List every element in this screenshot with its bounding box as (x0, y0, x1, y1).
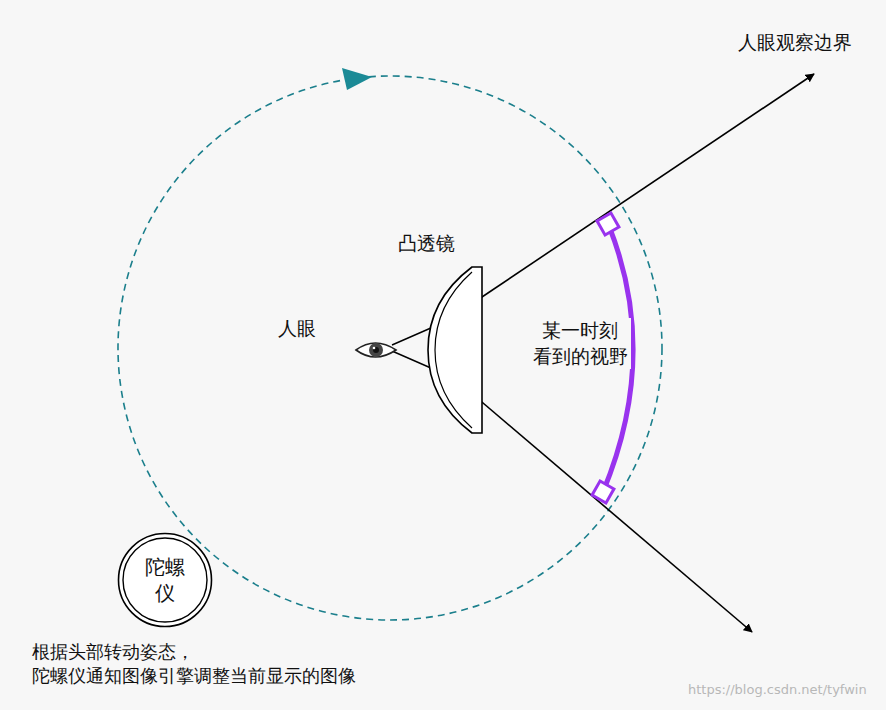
convex-lens (428, 267, 482, 433)
node-text: 陀螺仪 (143, 554, 187, 606)
boundary-label: 人眼观察边界 (738, 30, 852, 56)
note-text: 根据头部转动姿态， 陀螺仪通知图像引擎调整当前显示的图像 (32, 640, 455, 689)
convex-lens (435, 272, 472, 428)
lens-label: 凸透镜 (398, 231, 455, 257)
circle-outline (117, 532, 213, 628)
view-boundary (476, 74, 814, 301)
watermark: https://blog.csdn.net/tyfwin (688, 681, 867, 699)
gyroscope-circle: 陀螺仪 (117, 532, 213, 628)
eye-icon (356, 343, 396, 357)
rotation-arrow (342, 68, 372, 90)
eye-label: 人眼 (278, 316, 316, 342)
rotation-path (118, 76, 662, 620)
view-label: 某一时刻 看到的视野 (530, 318, 631, 369)
arc-end-marker (597, 213, 619, 235)
arc-end-marker (592, 481, 614, 503)
view-boundary (476, 397, 752, 632)
